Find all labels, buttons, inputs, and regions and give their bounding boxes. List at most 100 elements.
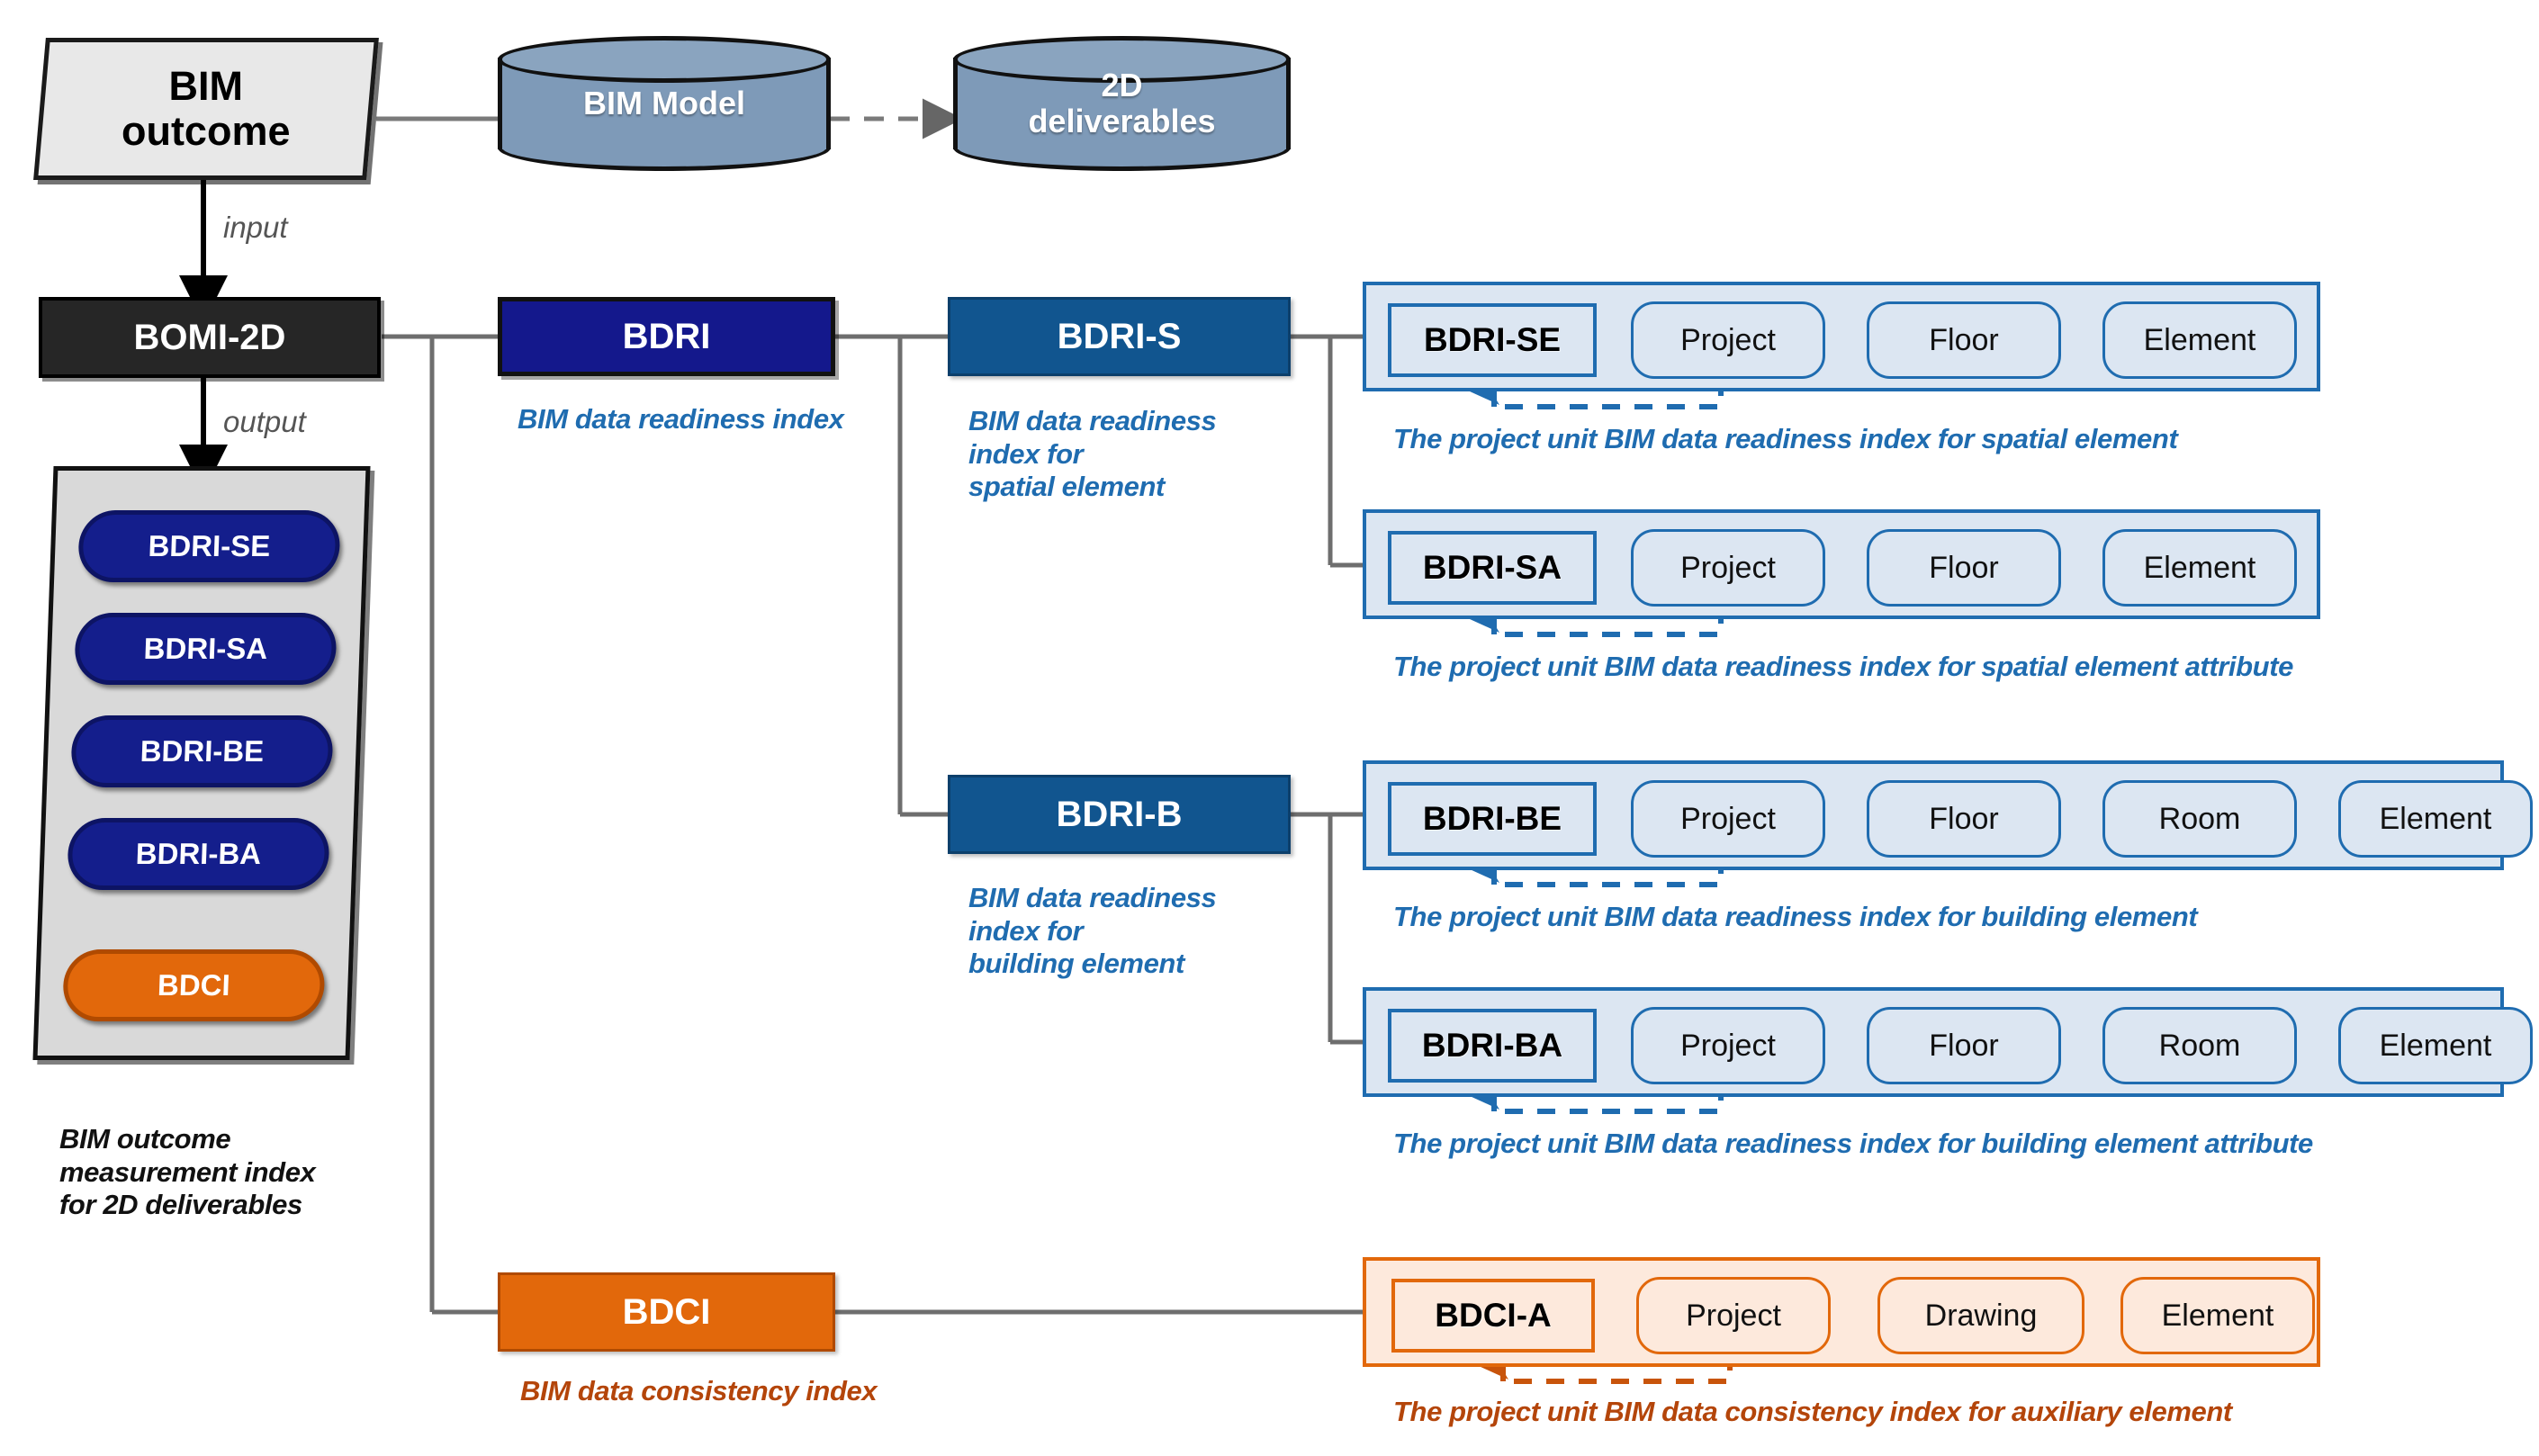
cylinder-top bbox=[953, 36, 1291, 83]
caption-line: index for bbox=[968, 914, 1084, 947]
chain-node-label: Floor bbox=[1929, 550, 1999, 585]
chain-node-floor[interactable]: Floor bbox=[1867, 529, 2061, 607]
bim-outcome-node: BIM outcome bbox=[33, 38, 379, 180]
output-pill-bdri-se[interactable]: BDRI-SE bbox=[77, 510, 341, 582]
chain-node-label: Element bbox=[2379, 1028, 2492, 1063]
chain-node-project[interactable]: Project bbox=[1631, 529, 1825, 607]
bomi-caption-line1: BIM outcome bbox=[59, 1123, 231, 1155]
chain-node-room[interactable]: Room bbox=[2102, 1007, 2297, 1084]
output-pill-bdri-sa[interactable]: BDRI-SA bbox=[74, 613, 338, 685]
chain-node-label: Room bbox=[2158, 1028, 2241, 1063]
output-pill-label: BDRI-BA bbox=[135, 837, 262, 870]
bomi-caption-line2: measurement index bbox=[59, 1155, 316, 1188]
output-pill-label: BDRI-SA bbox=[143, 632, 268, 665]
chain-node-element[interactable]: Element bbox=[2102, 301, 2297, 379]
output-pill-label: BDRI-BE bbox=[140, 734, 265, 768]
chain-tag-bdci-a[interactable]: BDCI-A bbox=[1391, 1279, 1595, 1353]
deliverables-cylinder: 2D deliverables bbox=[953, 36, 1291, 171]
bdri-node: BDRI bbox=[498, 297, 835, 376]
chain-node-label: Project bbox=[1680, 550, 1776, 585]
caption-line: spatial element bbox=[968, 471, 1165, 503]
chain-caption-bdri-sa: The project unit BIM data readiness inde… bbox=[1393, 651, 2293, 682]
chain-caption-bdri-ba: The project unit BIM data readiness inde… bbox=[1393, 1128, 2313, 1159]
caption-line: BIM data readiness bbox=[968, 405, 1217, 436]
chain-node-label: Floor bbox=[1929, 801, 1999, 836]
chain-tag-label: BDCI-A bbox=[1435, 1297, 1552, 1334]
chain-node-label: Project bbox=[1680, 801, 1776, 836]
chain-node-element[interactable]: Element bbox=[2120, 1277, 2315, 1354]
deliverables-label-line1: 2D bbox=[1101, 67, 1143, 104]
bdri-s-label: BDRI-S bbox=[1057, 316, 1182, 356]
chain-tag-label: BDRI-BE bbox=[1422, 800, 1562, 837]
chain-row-bdri-se: BDRI-SE Project Floor Element bbox=[1363, 282, 2320, 391]
chain-caption-bdri-se: The project unit BIM data readiness inde… bbox=[1393, 423, 2178, 454]
bomi-2d-node: BOMI-2D bbox=[39, 297, 381, 378]
chain-node-floor[interactable]: Floor bbox=[1867, 780, 2061, 858]
chain-node-label: Project bbox=[1680, 1028, 1776, 1063]
chain-node-label: Element bbox=[2143, 322, 2256, 357]
output-pill-bdri-be[interactable]: BDRI-BE bbox=[70, 715, 334, 787]
chain-node-label: Element bbox=[2161, 1298, 2274, 1333]
chain-tag-bdri-be[interactable]: BDRI-BE bbox=[1388, 782, 1597, 856]
chain-node-label: Room bbox=[2158, 801, 2241, 836]
deliverables-label-line2: deliverables bbox=[1028, 103, 1216, 139]
bim-outcome-label-line1: BIM bbox=[168, 62, 244, 109]
output-pill-bdri-ba[interactable]: BDRI-BA bbox=[67, 818, 330, 890]
chain-row-bdci-a: BDCI-A Project Drawing Element bbox=[1363, 1257, 2320, 1367]
output-pill-bdci[interactable]: BDCI bbox=[61, 949, 326, 1021]
chain-tag-label: BDRI-BA bbox=[1421, 1027, 1563, 1064]
chain-node-floor[interactable]: Floor bbox=[1867, 1007, 2061, 1084]
bomi-2d-label: BOMI-2D bbox=[133, 317, 286, 357]
chain-row-bdri-sa: BDRI-SA Project Floor Element bbox=[1363, 509, 2320, 619]
bomi-output-container: BDRI-SE BDRI-SA BDRI-BE BDRI-BA BDCI bbox=[32, 466, 371, 1060]
chain-node-floor[interactable]: Floor bbox=[1867, 301, 2061, 379]
bim-model-cylinder: BIM Model bbox=[498, 36, 831, 171]
bdri-s-caption: BIM data readiness index for spatial ele… bbox=[968, 405, 1265, 504]
chain-node-element[interactable]: Element bbox=[2338, 780, 2533, 858]
chain-tag-bdri-sa[interactable]: BDRI-SA bbox=[1388, 531, 1597, 605]
chain-caption-bdri-be: The project unit BIM data readiness inde… bbox=[1393, 901, 2198, 932]
chain-node-label: Drawing bbox=[1924, 1298, 2038, 1333]
chain-node-project[interactable]: Project bbox=[1631, 301, 1825, 379]
chain-node-project[interactable]: Project bbox=[1631, 1007, 1825, 1084]
chain-node-room[interactable]: Room bbox=[2102, 780, 2297, 858]
bim-model-label: BIM Model bbox=[583, 85, 745, 122]
bdci-label: BDCI bbox=[622, 1291, 711, 1332]
chain-tag-label: BDRI-SE bbox=[1423, 321, 1562, 358]
chain-node-element[interactable]: Element bbox=[2102, 529, 2297, 607]
bomi-caption: BIM outcome measurement index for 2D del… bbox=[59, 1123, 383, 1222]
chain-tag-label: BDRI-SA bbox=[1422, 549, 1562, 586]
bdri-b-caption: BIM data readiness index for building el… bbox=[968, 882, 1265, 981]
caption-line: building element bbox=[968, 948, 1184, 980]
output-edge-label: output bbox=[223, 405, 306, 438]
chain-node-label: Element bbox=[2379, 801, 2492, 836]
chain-caption-bdci-a: The project unit BIM data consistency in… bbox=[1393, 1396, 2232, 1427]
bomi-caption-line3: for 2D deliverables bbox=[59, 1189, 302, 1221]
chain-node-label: Project bbox=[1680, 322, 1776, 357]
chain-row-bdri-ba: BDRI-BA Project Floor Room Element bbox=[1363, 987, 2533, 1097]
chain-tag-bdri-ba[interactable]: BDRI-BA bbox=[1388, 1009, 1597, 1083]
chain-node-label: Floor bbox=[1929, 1028, 1999, 1063]
bdri-b-label: BDRI-B bbox=[1056, 794, 1183, 834]
chain-node-element[interactable]: Element bbox=[2338, 1007, 2533, 1084]
chain-node-project[interactable]: Project bbox=[1631, 780, 1825, 858]
chain-tag-bdri-se[interactable]: BDRI-SE bbox=[1388, 303, 1597, 377]
output-pill-label: BDRI-SE bbox=[147, 529, 271, 562]
bim-outcome-label-line2: outcome bbox=[122, 108, 291, 154]
bdri-s-node: BDRI-S bbox=[948, 297, 1291, 376]
chain-node-label: Element bbox=[2143, 550, 2256, 585]
output-pill-label: BDCI bbox=[157, 968, 231, 1002]
caption-line: index for bbox=[968, 437, 1084, 470]
chain-row-bdri-be: BDRI-BE Project Floor Room Element bbox=[1363, 760, 2533, 870]
bdri-b-node: BDRI-B bbox=[948, 775, 1291, 854]
bdri-label: BDRI bbox=[622, 316, 711, 356]
bdri-caption: BIM data readiness index bbox=[518, 403, 844, 435]
chain-node-label: Floor bbox=[1929, 322, 1999, 357]
chain-node-project[interactable]: Project bbox=[1636, 1277, 1831, 1354]
caption-line: BIM data readiness bbox=[968, 882, 1217, 913]
bdci-caption: BIM data consistency index bbox=[520, 1375, 878, 1407]
chain-node-label: Project bbox=[1686, 1298, 1781, 1333]
chain-node-drawing[interactable]: Drawing bbox=[1877, 1277, 2084, 1354]
